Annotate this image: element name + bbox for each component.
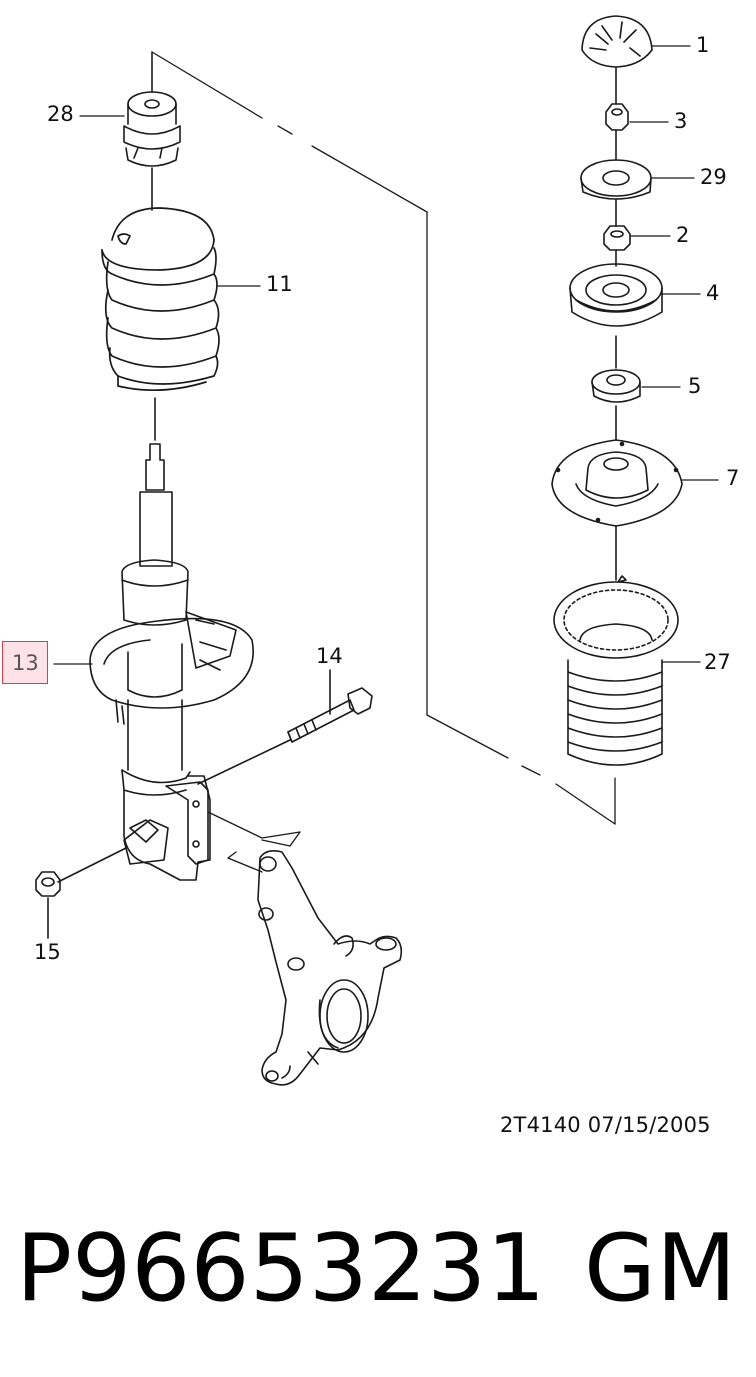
part-2-nut (603, 225, 631, 251)
part-29-washer (580, 159, 652, 200)
part-15-nut (35, 871, 61, 897)
callout-15: 15 (34, 940, 61, 964)
part-5-bearing (591, 369, 641, 403)
knuckle-leader (207, 811, 301, 873)
callout-5: 5 (688, 374, 702, 398)
part-1-cap (581, 15, 653, 68)
callout-11: 11 (266, 272, 293, 296)
callout-7: 7 (726, 466, 740, 490)
part-11-coil-spring (101, 207, 220, 392)
callout-2: 2 (676, 223, 690, 247)
brand-name: GM (584, 1214, 737, 1322)
callout-3: 3 (674, 109, 688, 133)
part-13-strut-assembly (89, 443, 254, 881)
part-28-bump-stop (123, 51, 181, 167)
part-7-spring-seat (551, 439, 683, 527)
callout-29: 29 (700, 165, 727, 189)
callout-13-highlighted[interactable]: 13 (2, 641, 48, 684)
part-number: P96653231 (16, 1214, 546, 1322)
callout-leader-lines (53, 45, 719, 665)
drawing-stamp: 2T4140 07/15/2005 (500, 1113, 711, 1137)
callout-28: 28 (47, 102, 74, 126)
part-4-strut-mount (569, 263, 663, 327)
part-27-dust-boot (553, 575, 679, 766)
callout-1: 1 (696, 33, 710, 57)
diagram-drawing (35, 15, 719, 1086)
callout-27: 27 (704, 650, 731, 674)
reference-frame-lines (151, 51, 616, 825)
callout-14: 14 (316, 644, 343, 668)
part-3-nut (605, 103, 629, 131)
callout-4: 4 (706, 281, 720, 305)
steering-knuckle (257, 850, 403, 1086)
